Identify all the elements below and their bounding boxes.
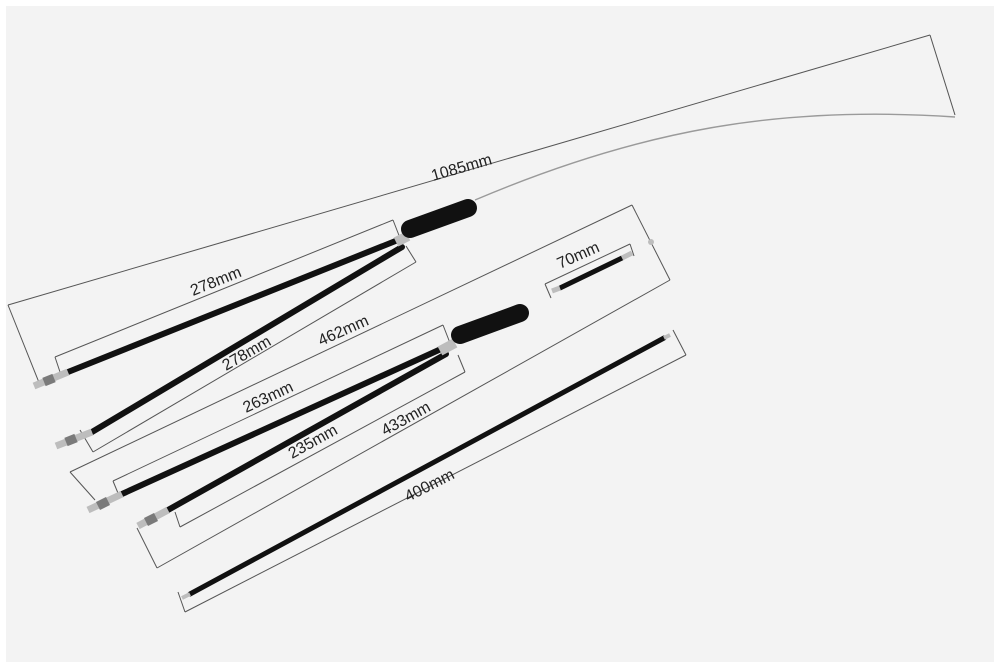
dim-line-lower-section (156, 279, 671, 569)
lower-connector (437, 338, 458, 356)
lower-end-fitting-d (136, 506, 170, 530)
dim-ext-total-left (7, 304, 41, 386)
dim-line-short-piece (544, 243, 631, 285)
label-total-length: 1085mm (429, 151, 494, 184)
lower-splitter-assembly (86, 304, 529, 530)
dim-line-cable-b (92, 261, 417, 453)
dim-ext-cable-d-right (457, 354, 466, 373)
label-lower-section: 433mm (379, 399, 434, 440)
dim-ext-straight-right (672, 329, 687, 356)
upper-cable-a (65, 237, 401, 375)
dim-ext-cable-b-right (405, 245, 417, 263)
label-cable-c: 263mm (241, 379, 297, 417)
dim-line-cable-a (54, 219, 394, 358)
dim-line-cable-d (179, 371, 466, 528)
straight-cable (181, 333, 671, 600)
upper-end-fitting-a (32, 368, 70, 390)
dim-ext-straight-left (177, 591, 186, 613)
dim-line-cable-c (112, 324, 444, 482)
dim-ext-lower-left (136, 527, 158, 569)
dim-ext-cable-c-right (442, 324, 451, 344)
lower-end-fitting-c (86, 490, 124, 514)
upper-splitter-assembly (32, 199, 477, 450)
label-short-piece: 70mm (555, 239, 603, 273)
lower-cable-c (119, 346, 444, 497)
label-straight-cable: 400mm (402, 466, 457, 505)
upper-barrel (401, 199, 477, 238)
dim-line-upper-section (69, 204, 633, 473)
lower-barrel (451, 304, 529, 344)
inner-wire (474, 113, 956, 201)
dim-line-total (7, 34, 931, 306)
dim-ext-short-right (629, 243, 635, 257)
dimension-lines (7, 34, 956, 613)
dim-ext-upper-left (69, 471, 96, 501)
label-cable-a: 278mm (188, 264, 244, 300)
dim-line-straight-cable (184, 354, 687, 613)
short-cable-piece (551, 239, 654, 294)
dim-ext-short-left (544, 283, 552, 299)
upper-cable-b (89, 244, 405, 435)
dim-ext-total-right (929, 34, 956, 116)
upper-end-fitting-b (54, 428, 94, 450)
label-upper-section: 462mm (316, 312, 372, 349)
lower-cable-d (165, 351, 449, 513)
dim-ext-cable-d-left (174, 511, 181, 528)
